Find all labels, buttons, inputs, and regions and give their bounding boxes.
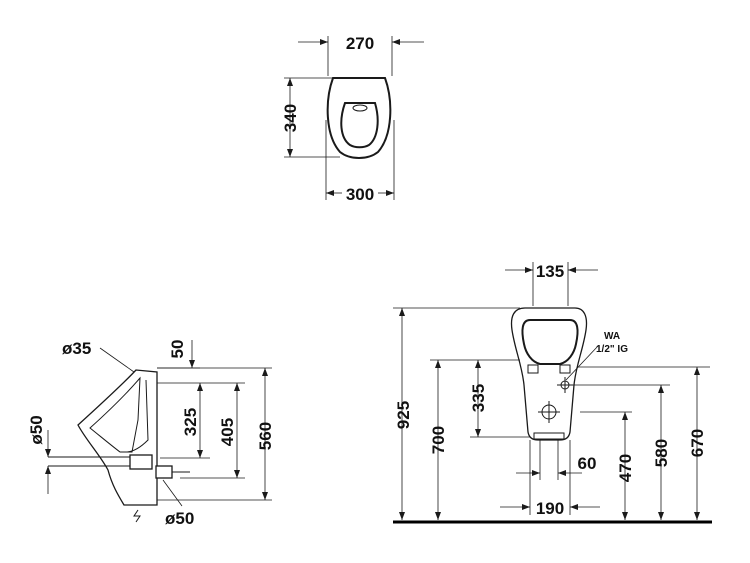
dim-60: 60: [578, 454, 597, 473]
arrow: [694, 512, 700, 520]
arrow: [522, 504, 530, 510]
front-view-base: [533, 432, 565, 440]
arrow: [262, 492, 268, 500]
dim-670: 670: [688, 429, 707, 457]
arrow: [558, 470, 566, 476]
arrow: [475, 429, 481, 437]
top-view-drain: [352, 104, 368, 112]
dim-700: 700: [429, 426, 448, 454]
front-view: WA 1/2" IG 135 925 700 335: [393, 262, 712, 524]
dim-o35: ø35: [62, 339, 91, 358]
arrow: [392, 39, 400, 45]
arrow: [399, 308, 405, 316]
label-wa-size: 1/2" IG: [596, 344, 628, 355]
arrow: [568, 267, 576, 273]
arrow: [658, 385, 664, 393]
arrow: [287, 78, 293, 86]
side-view: ø35 50 325 405 560 ø50 ø50: [27, 339, 275, 528]
arrow: [262, 368, 268, 376]
arrow: [475, 360, 481, 368]
arrow: [320, 39, 328, 45]
leader-line: [162, 479, 183, 507]
dim-50: 50: [168, 340, 187, 359]
arrow: [525, 267, 533, 273]
arrow: [234, 470, 240, 478]
top-view: 270 340 300: [281, 34, 424, 204]
side-pipe-outlet: [155, 465, 173, 479]
inlet-symbol-right: [559, 364, 571, 374]
arrow: [622, 512, 628, 520]
top-view-opening: [340, 102, 379, 149]
dim-470: 470: [616, 454, 635, 482]
arrow: [399, 512, 405, 520]
dim-340: 340: [281, 104, 300, 132]
dim-335: 335: [469, 384, 488, 412]
arrow: [234, 383, 240, 391]
dim-405: 405: [218, 418, 237, 446]
leader-line: [99, 347, 135, 373]
arrow: [287, 149, 293, 157]
arrow: [45, 466, 51, 474]
side-view-outline: [77, 369, 158, 506]
side-view-inner2: [125, 379, 149, 453]
arrow: [694, 367, 700, 375]
arrow: [435, 512, 441, 520]
dim-325: 325: [181, 408, 200, 436]
arrow: [45, 449, 51, 457]
arrow: [189, 360, 195, 368]
dim-135: 135: [536, 262, 564, 281]
side-pipe: [129, 454, 153, 470]
front-view-outline: [510, 307, 588, 441]
arrow: [197, 450, 203, 458]
top-view-outline: [326, 77, 392, 159]
arrow: [386, 190, 394, 196]
dim-270: 270: [346, 34, 374, 53]
label-wa: WA: [604, 331, 620, 342]
dim-580: 580: [652, 439, 671, 467]
inlet-symbol-left: [527, 364, 539, 374]
dim-190: 190: [536, 499, 564, 518]
arrow: [532, 470, 540, 476]
leader-line: [565, 345, 599, 381]
arrow: [197, 383, 203, 391]
dim-o50-bottom: ø50: [165, 509, 194, 528]
dim-560: 560: [256, 422, 275, 450]
arrow: [622, 412, 628, 420]
dim-o50-side: ø50: [27, 415, 46, 444]
arrow: [435, 360, 441, 368]
arrow: [658, 512, 664, 520]
side-view-inner: [89, 376, 141, 453]
front-view-opening: [521, 319, 579, 365]
dim-300: 300: [346, 185, 374, 204]
dim-925: 925: [394, 401, 413, 429]
arrow: [570, 504, 578, 510]
drain-symbol: [133, 509, 141, 523]
arrow: [326, 190, 334, 196]
